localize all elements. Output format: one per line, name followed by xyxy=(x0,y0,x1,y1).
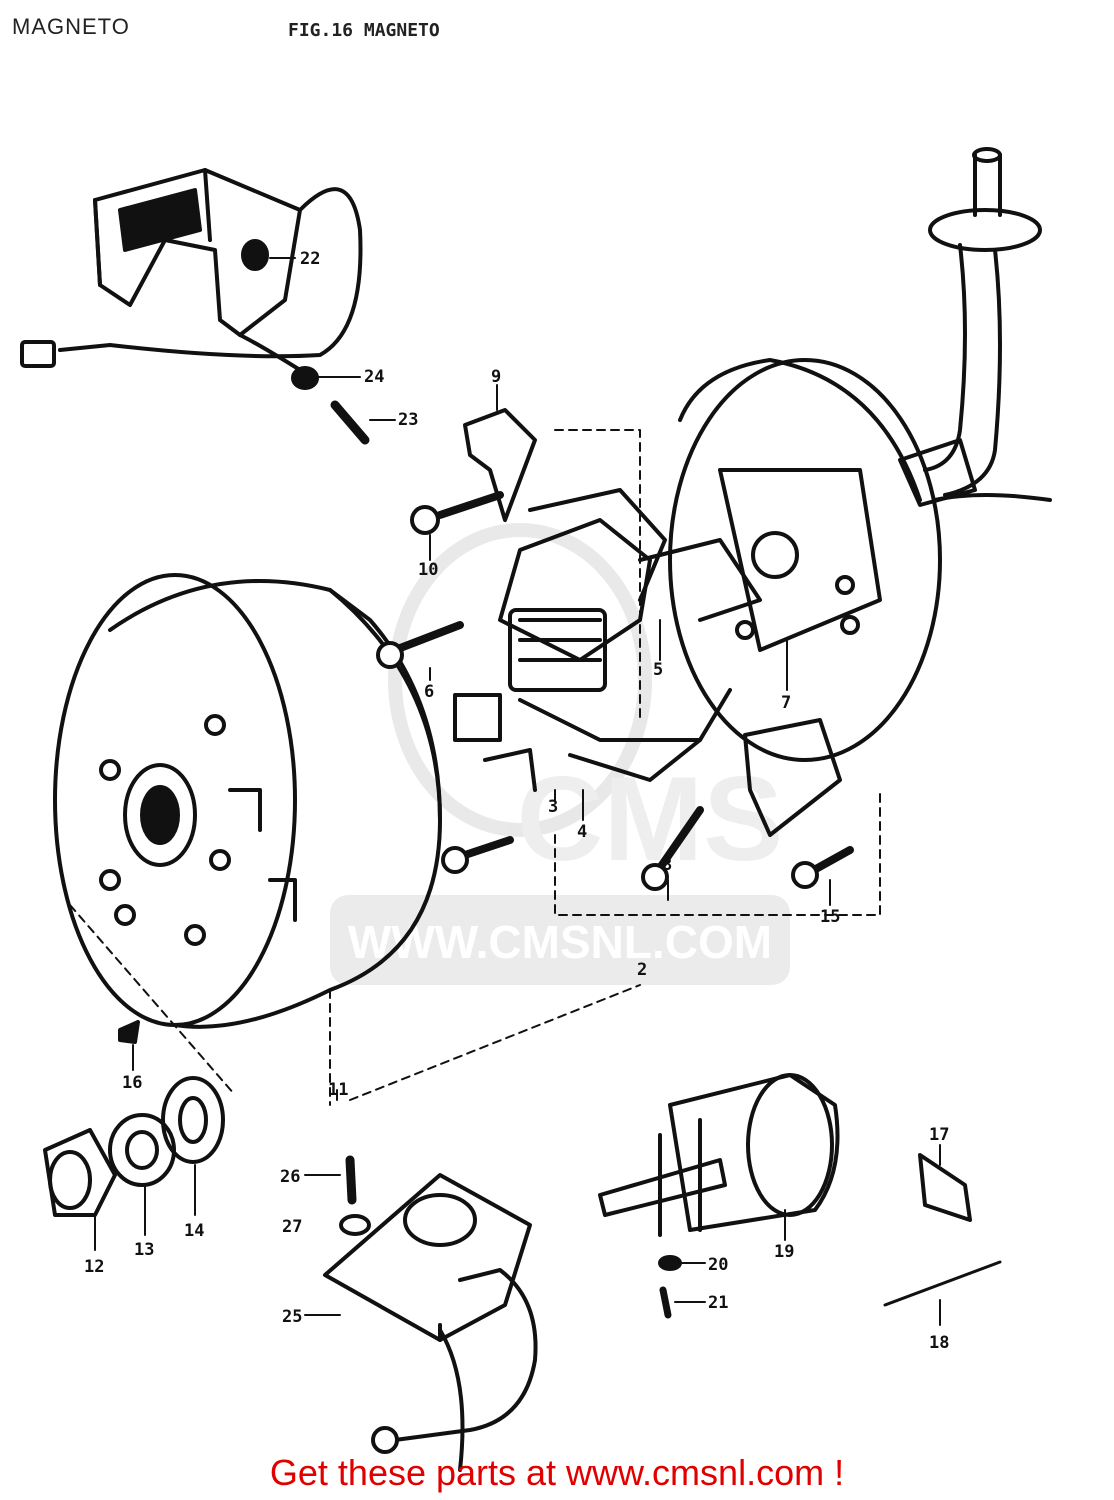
callout-14: 14 xyxy=(184,1221,204,1241)
callout-22: 22 xyxy=(300,249,320,269)
callout-5: 5 xyxy=(653,660,663,680)
flywheel-rotor-part xyxy=(53,573,641,1106)
callout-4: 4 xyxy=(577,822,587,842)
ignition-coil-part xyxy=(20,168,363,372)
plate-part xyxy=(918,1153,972,1222)
callout-3: 3 xyxy=(548,797,558,817)
callout-12: 12 xyxy=(84,1257,104,1277)
starter-part xyxy=(598,1073,840,1237)
callout-13: 13 xyxy=(134,1240,154,1260)
nut-part xyxy=(291,366,319,390)
callout-23: 23 xyxy=(398,410,418,430)
callout-17: 17 xyxy=(929,1125,949,1145)
watermark: WWW.CMSNL.COM CMS xyxy=(330,523,790,985)
callout-6: 6 xyxy=(424,682,434,702)
regulator-part xyxy=(323,1155,538,1472)
stator-assembly-part xyxy=(453,358,942,916)
wire-part xyxy=(883,1260,1002,1307)
callout-16: 16 xyxy=(122,1073,142,1093)
callout-19: 19 xyxy=(774,1242,794,1262)
callout-labels: 2 3 4 5 6 7 8 9 10 11 12 13 14 15 16 17 … xyxy=(84,249,949,1353)
callout-21: 21 xyxy=(708,1293,728,1313)
parts-link[interactable]: Get these parts at www.cmsnl.com ! xyxy=(269,1452,845,1493)
callout-27: 27 xyxy=(282,1217,302,1237)
cord-clamp-part xyxy=(463,408,537,522)
watermark-logo: CMS xyxy=(517,752,784,886)
callout-7: 7 xyxy=(781,693,791,713)
callout-8: 8 xyxy=(662,855,672,875)
figure-caption: FIG.16 MAGNETO xyxy=(288,20,440,41)
nut-washer-set xyxy=(43,1020,225,1217)
lead-tube-part xyxy=(898,147,1052,507)
callout-9: 9 xyxy=(491,367,501,387)
callout-20: 20 xyxy=(708,1255,728,1275)
callout-18: 18 xyxy=(929,1333,949,1353)
leader-lines xyxy=(94,257,941,1326)
screw-part xyxy=(330,400,370,445)
section-title: MAGNETO xyxy=(12,14,130,39)
callout-10: 10 xyxy=(418,560,438,580)
washer-part xyxy=(658,1255,682,1271)
callout-15: 15 xyxy=(820,907,840,927)
screw-group xyxy=(376,491,854,891)
callout-11: 11 xyxy=(328,1080,348,1100)
bolt-part xyxy=(659,1286,672,1319)
callout-26: 26 xyxy=(280,1167,300,1187)
watermark-url: WWW.CMSNL.COM xyxy=(348,916,772,968)
callout-2: 2 xyxy=(637,960,647,980)
callout-24: 24 xyxy=(364,367,384,387)
callout-25: 25 xyxy=(282,1307,302,1327)
